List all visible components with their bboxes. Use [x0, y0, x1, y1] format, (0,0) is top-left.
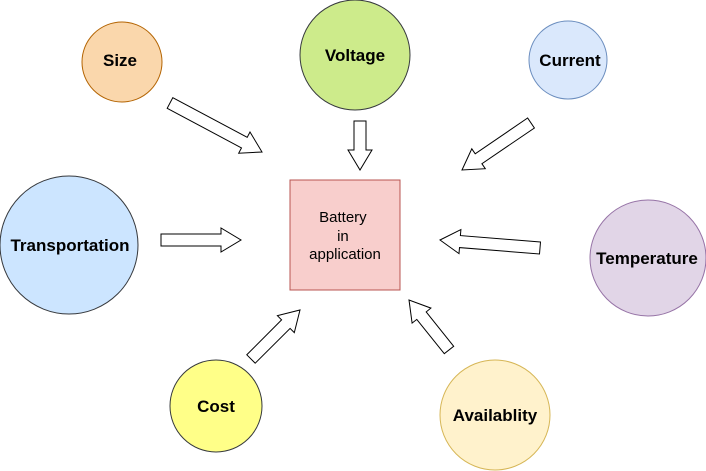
- availability-label: Availablity: [453, 406, 538, 425]
- arrow-voltage-to-center: [347, 120, 373, 171]
- factor-node-availability: Availablity: [439, 359, 551, 471]
- arrow-transportation-to-center: [160, 227, 242, 253]
- voltage-label: Voltage: [325, 46, 385, 65]
- center-label-line-1: Battery: [319, 209, 367, 226]
- factor-node-cost: Cost: [169, 359, 263, 453]
- arrow-temperature-to-center: [439, 228, 542, 255]
- cost-circle: [169, 359, 263, 453]
- factor-node-voltage: Voltage: [299, 0, 411, 111]
- center-label: Battery in application: [309, 209, 381, 263]
- factor-node-current: Current: [528, 20, 608, 100]
- center-label-line-3: application: [309, 246, 381, 263]
- arrow-size-to-center: [166, 97, 263, 154]
- temperature-label: Temperature: [596, 249, 698, 268]
- availability-circle: [439, 359, 551, 471]
- arrow-cost-to-center: [246, 309, 301, 364]
- center-label-line-2: in: [337, 228, 349, 245]
- size-label: Size: [103, 51, 137, 70]
- center-box: [289, 179, 401, 291]
- center-node: Battery in application: [289, 179, 401, 291]
- arrow-current-to-center: [461, 117, 536, 171]
- size-circle: [81, 21, 163, 103]
- factor-node-temperature: Temperature: [589, 199, 706, 317]
- cost-label: Cost: [197, 397, 235, 416]
- transportation-circle: [0, 175, 139, 315]
- voltage-circle: [299, 0, 411, 111]
- arrows: [160, 97, 542, 364]
- transportation-label: Transportation: [10, 236, 129, 255]
- factor-node-size: Size: [81, 21, 163, 103]
- current-circle: [528, 20, 608, 100]
- temperature-circle: [589, 199, 706, 317]
- arrow-availability-to-center: [408, 299, 455, 355]
- factor-node-transportation: Transportation: [0, 175, 139, 315]
- current-label: Current: [539, 51, 601, 70]
